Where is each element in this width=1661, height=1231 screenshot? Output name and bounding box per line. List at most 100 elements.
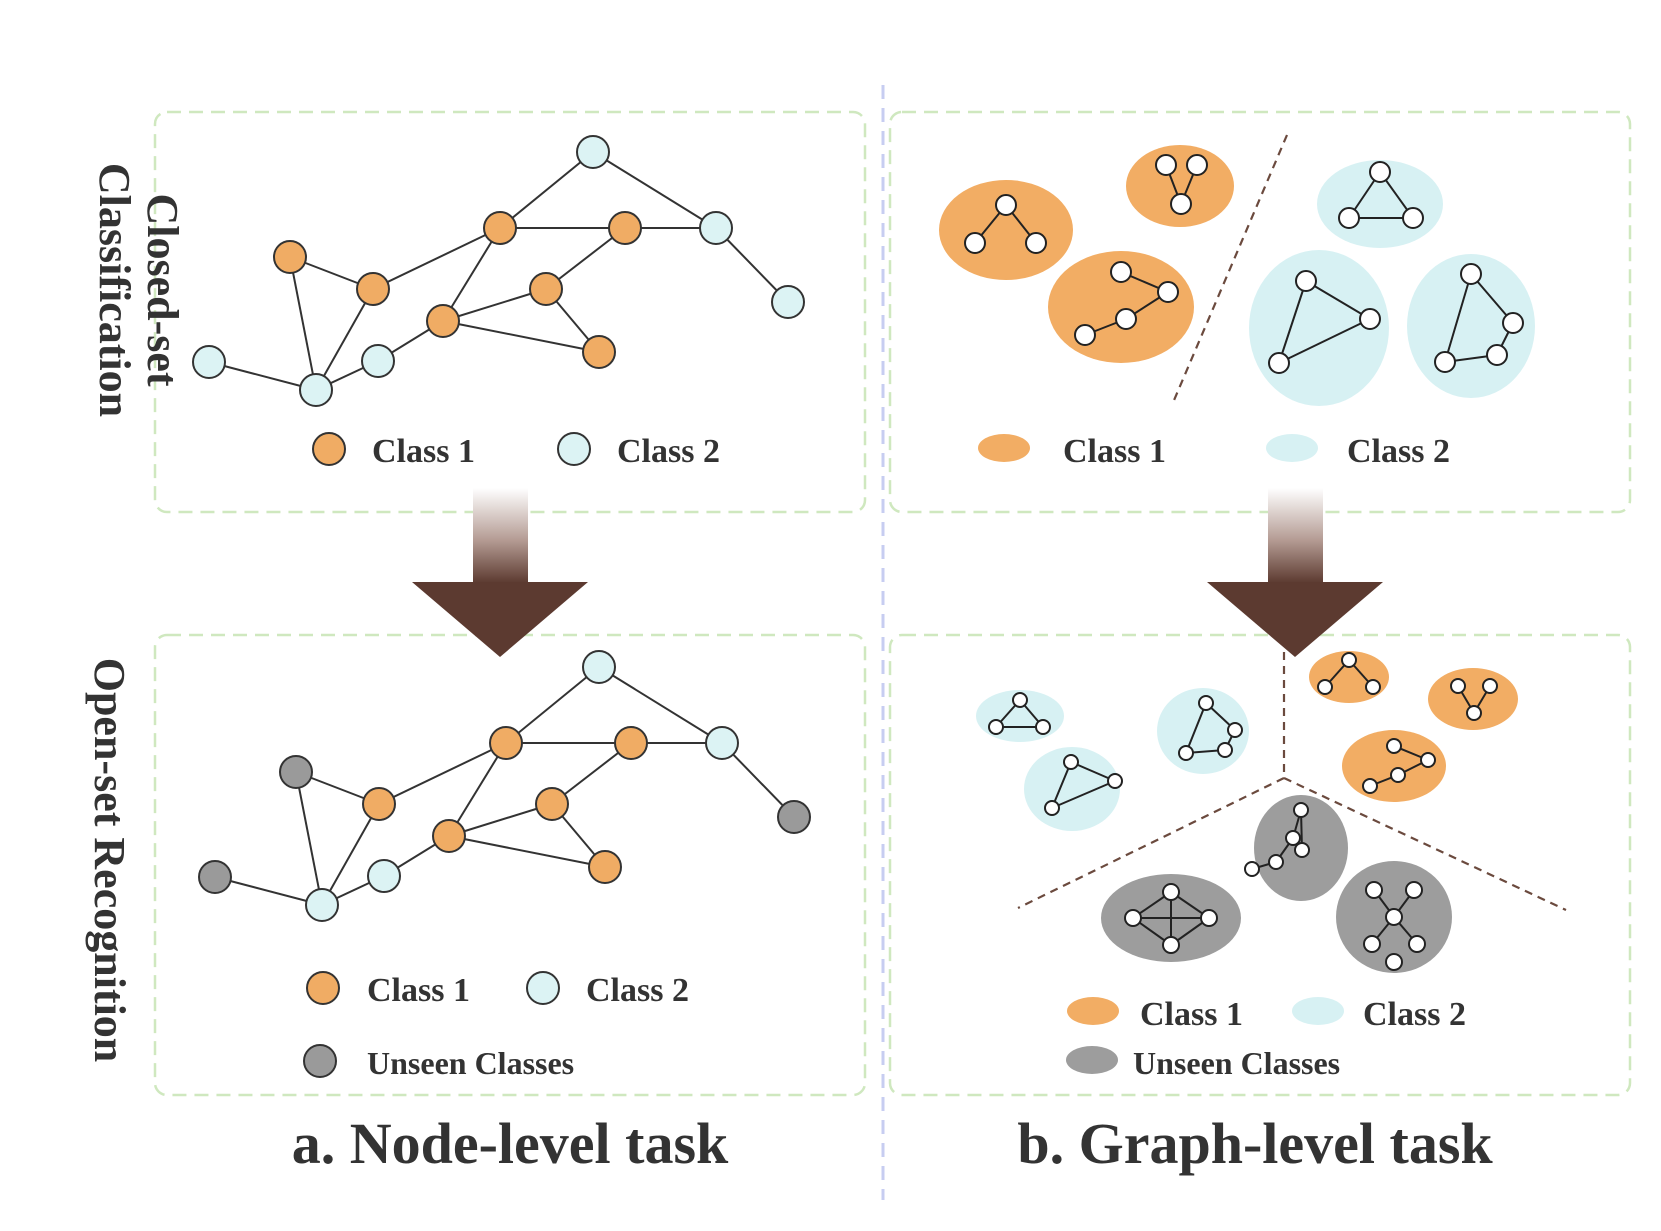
blob-shape: [939, 180, 1073, 280]
subgraph-node: [1466, 705, 1482, 721]
subgraph-node: [1295, 270, 1317, 292]
subgraph-node: [1502, 312, 1524, 334]
legend-class2-label: Class 2: [1347, 433, 1450, 470]
subgraph-node: [1268, 352, 1290, 374]
node-class2: [192, 345, 226, 379]
subgraph-edge: [1278, 318, 1371, 364]
legend-class1-label: Class 1: [367, 972, 470, 1009]
node-class2: [299, 373, 333, 407]
legend-unseen-swatch: [1066, 1046, 1118, 1074]
subgraph-edge: [1305, 280, 1371, 320]
graph-edge: [448, 803, 553, 837]
class-separator-open-left: [1017, 777, 1285, 909]
node-class2: [361, 344, 395, 378]
subgraph-node: [1341, 652, 1357, 668]
graph-edge: [289, 256, 317, 391]
graph-blob-class2: [1249, 250, 1389, 406]
transition-arrow-node: [412, 488, 588, 657]
legend-class2-swatch: [526, 971, 560, 1005]
panel-graph-open: [888, 633, 1632, 1097]
panel-graph-closed: [888, 110, 1632, 514]
node-class1: [362, 787, 396, 821]
graph-edge: [715, 227, 789, 303]
subgraph-node: [1420, 752, 1436, 768]
subgraph-node: [1482, 678, 1498, 694]
subgraph-node: [1162, 936, 1180, 954]
row-label-open: Open-set Recognition: [85, 658, 134, 1063]
subgraph-node: [1363, 935, 1381, 953]
graph-blob-class2: [1317, 160, 1443, 248]
node-class1: [529, 272, 563, 306]
subgraph-node: [1385, 953, 1403, 971]
graph-edge: [721, 742, 795, 818]
graph-edge: [442, 288, 547, 322]
graph-edge: [592, 151, 717, 229]
graph-blob-unseen: [1244, 795, 1348, 901]
subgraph-node: [1217, 742, 1233, 758]
subgraph-node: [1124, 909, 1142, 927]
legend-class1-swatch: [306, 971, 340, 1005]
legend-class2-label: Class 2: [586, 972, 689, 1009]
subgraph-node: [1110, 261, 1132, 283]
subgraph-node: [1115, 308, 1137, 330]
graph-edge: [378, 742, 507, 805]
node-class2: [705, 726, 739, 760]
subgraph-node: [1012, 692, 1028, 708]
subgraph-node: [1227, 722, 1243, 738]
subgraph-node: [1063, 754, 1079, 770]
graph-edge: [505, 666, 600, 744]
graph-blob-class1: [1048, 251, 1194, 363]
node-class1: [432, 819, 466, 853]
row-label-closed-line1: Closed-set: [138, 193, 187, 386]
graph-edge: [208, 361, 317, 391]
legend-class1-swatch: [312, 432, 346, 466]
caption-node-level: a. Node-level task: [292, 1111, 729, 1176]
subgraph-node: [1385, 908, 1403, 926]
graph-edge: [442, 227, 501, 322]
graph-blob-class2: [1024, 747, 1123, 831]
subgraph-edge: [1444, 273, 1472, 363]
node-graph-closed: [192, 135, 805, 407]
class-separator-open-right: [1283, 777, 1567, 911]
node-class2: [699, 211, 733, 245]
row-label-open-text: Open-set Recognition: [85, 658, 134, 1063]
subgraph-node: [1365, 881, 1383, 899]
panel-node-open: [153, 633, 867, 1097]
graph-blob-class2: [976, 690, 1064, 742]
graph-edge: [321, 803, 380, 906]
subgraph-node: [1244, 861, 1260, 877]
node-class2: [576, 135, 610, 169]
subgraph-node: [1317, 679, 1333, 695]
subgraph-node: [1155, 154, 1177, 176]
subgraph-node: [1107, 773, 1123, 789]
node-class1: [356, 272, 390, 306]
legend-class1-label: Class 1: [1063, 433, 1166, 470]
legend-unseen-label: Unseen Classes: [367, 1045, 574, 1081]
node-class1: [614, 726, 648, 760]
subgraph-node: [1293, 802, 1309, 818]
node-graph-open: [198, 650, 811, 922]
subgraph-node: [1170, 193, 1192, 215]
transition-arrow-graph: [1207, 488, 1383, 657]
legend-unseen-swatch: [303, 1044, 337, 1078]
subgraph-node: [1359, 308, 1381, 330]
legend-class2-swatch: [557, 432, 591, 466]
subgraph-node: [1450, 678, 1466, 694]
graph-blob-class1: [939, 180, 1073, 280]
subgraph-node: [988, 719, 1004, 735]
subgraph-node: [964, 232, 986, 254]
subgraph-edge: [1051, 761, 1072, 809]
graph-blob-class1: [1126, 145, 1234, 227]
node-class2: [771, 285, 805, 319]
node-class1: [535, 787, 569, 821]
node-class1: [588, 850, 622, 884]
subgraph-node: [1365, 679, 1381, 695]
subgraph-node: [1198, 695, 1214, 711]
subgraph-node: [1157, 281, 1179, 303]
node-class1: [489, 726, 523, 760]
graph-level-items: [939, 145, 1535, 973]
legend-class1-label: Class 1: [372, 433, 475, 470]
subgraph-node: [995, 194, 1017, 216]
row-label-closed: Closed-set Classification: [90, 163, 187, 417]
